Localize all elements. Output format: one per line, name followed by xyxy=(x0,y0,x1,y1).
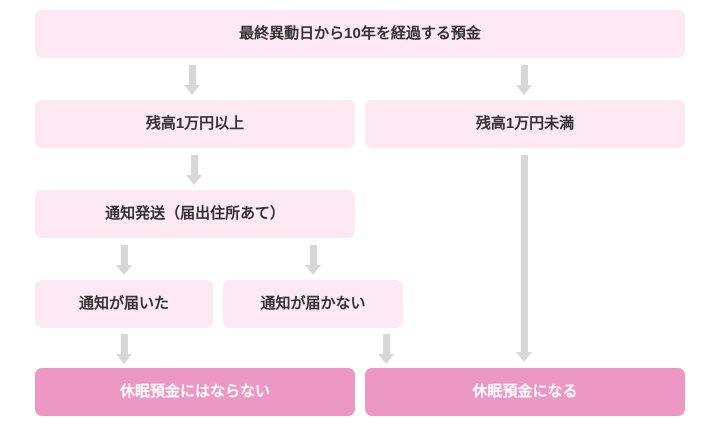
arrow-down-long-icon xyxy=(516,155,532,362)
arrow-down-icon xyxy=(184,65,200,95)
arrow-down-icon xyxy=(516,65,532,95)
arrow-shaft xyxy=(190,155,198,175)
flow-node-notice-received-label: 通知が届いた xyxy=(78,295,169,312)
arrow-shaft xyxy=(188,65,196,85)
arrow-head xyxy=(378,354,394,364)
arrow-down-icon xyxy=(116,245,132,275)
arrow-down-icon xyxy=(186,155,202,185)
arrow-down-icon xyxy=(305,245,321,275)
flow-node-notice-not-received: 通知が届かない xyxy=(223,280,403,328)
arrow-head xyxy=(516,85,532,95)
flow-node-balance-under-label: 残高1万円未満 xyxy=(475,115,575,132)
flow-node-not-dormant-label: 休眠預金にはならない xyxy=(119,383,270,400)
flow-node-notice-not-received-label: 通知が届かない xyxy=(260,295,366,312)
arrow-shaft xyxy=(520,65,528,85)
arrow-down-icon xyxy=(116,334,132,364)
flow-node-balance-under: 残高1万円未満 xyxy=(365,100,685,148)
arrow-head xyxy=(516,352,532,362)
arrow-shaft xyxy=(120,245,128,265)
arrow-head xyxy=(305,265,321,275)
arrow-shaft xyxy=(120,334,128,354)
arrow-head xyxy=(184,85,200,95)
arrow-shaft xyxy=(382,334,390,354)
arrow-head xyxy=(116,354,132,364)
flow-node-root: 最終異動日から10年を経過する預金 xyxy=(35,10,685,58)
flow-node-not-dormant: 休眠預金にはならない xyxy=(35,368,355,416)
flow-node-notice-sent-label: 通知発送（届出住所あて） xyxy=(105,205,285,222)
arrow-shaft xyxy=(309,245,317,265)
flow-node-dormant-label: 休眠預金になる xyxy=(472,383,578,400)
flow-node-notice-sent: 通知発送（届出住所あて） xyxy=(35,190,355,238)
flow-node-root-label: 最終異動日から10年を経過する預金 xyxy=(239,25,481,42)
flow-node-balance-over: 残高1万円以上 xyxy=(35,100,355,148)
flow-node-balance-over-label: 残高1万円以上 xyxy=(145,115,245,132)
arrow-down-icon xyxy=(378,334,394,364)
arrow-head xyxy=(116,265,132,275)
arrow-head xyxy=(186,175,202,185)
flow-node-dormant: 休眠預金になる xyxy=(365,368,685,416)
flow-node-notice-received: 通知が届いた xyxy=(35,280,213,328)
arrow-shaft xyxy=(520,155,528,352)
